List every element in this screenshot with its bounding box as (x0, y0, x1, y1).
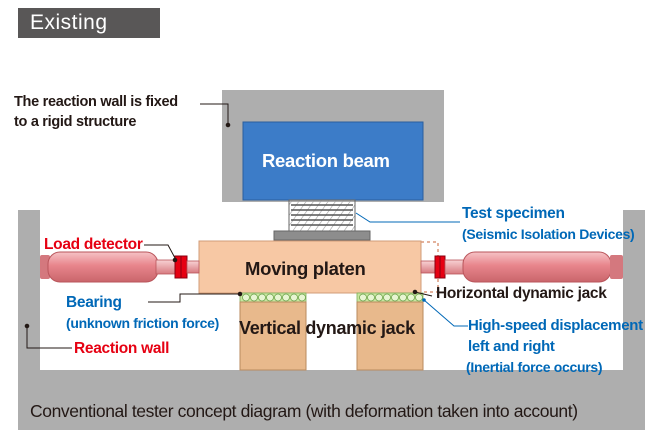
reaction-wall-label: Reaction wall (74, 340, 170, 357)
right-horizontal-jack (420, 251, 623, 283)
vertical-jack-left (239, 301, 307, 371)
reaction-wall (18, 210, 645, 430)
bearing-right (356, 292, 424, 303)
left-horizontal-jack (40, 251, 177, 283)
test-specimen-sublabel: (Seismic Isolation Devices) (462, 226, 635, 242)
moving-platen (198, 240, 422, 294)
bearing-sublabel: (unknown friction force) (66, 315, 220, 331)
bearing-label: Bearing (66, 294, 122, 311)
diagram-caption: Conventional tester concept diagram (wit… (30, 401, 578, 421)
load-detector (174, 255, 200, 279)
wall-fixed-label-line2: to a rigid structure (14, 114, 137, 130)
reaction-beam-label: Reaction beam (262, 150, 390, 171)
load-detector-label: Load detector (44, 236, 143, 253)
wall-fixed-label-line1: The reaction wall is fixed (14, 94, 178, 110)
test-specimen-label: Test specimen (462, 205, 565, 222)
high-speed-label-line1: High-speed displacement (468, 317, 643, 334)
vertical-jack-label: Vertical dynamic jack (239, 318, 415, 338)
moving-platen-label: Moving platen (245, 258, 366, 279)
existing-tag: Existing (18, 8, 160, 38)
high-speed-sublabel: (Inertial force occurs) (466, 359, 603, 375)
bearing-left (239, 292, 307, 303)
vertical-jack-right (356, 301, 424, 371)
horizontal-jack-label: Horizontal dynamic jack (436, 285, 607, 302)
high-speed-label-line2: left and right (468, 338, 555, 355)
